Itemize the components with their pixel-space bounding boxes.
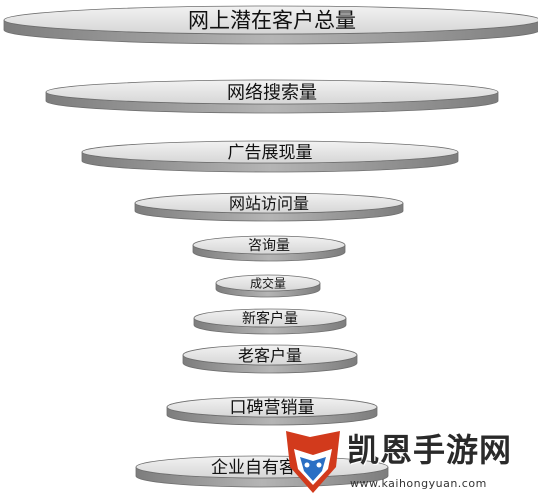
funnel-level-label: 网上潜在客户总量 bbox=[188, 9, 356, 33]
funnel-level-label: 网络搜索量 bbox=[227, 82, 317, 103]
funnel-level: 老客户量 bbox=[182, 344, 358, 374]
disc-top bbox=[45, 79, 499, 105]
watermark-text: 凯恩手游网 bbox=[347, 431, 513, 469]
funnel-level-label: 企业自有客户 bbox=[211, 458, 313, 478]
funnel-level-label: 成交量 bbox=[250, 275, 286, 290]
funnel-level: 网络搜索量 bbox=[45, 79, 499, 114]
disc-top bbox=[192, 235, 346, 255]
watermark: 凯恩手游网 www.kaihongyuan.com bbox=[280, 425, 538, 500]
funnel-level: 咨询量 bbox=[192, 235, 346, 262]
disc-top bbox=[215, 274, 321, 292]
funnel-level: 网站访问量 bbox=[134, 192, 404, 222]
funnel-level-label: 网站访问量 bbox=[229, 194, 309, 213]
disc-top bbox=[134, 192, 404, 214]
funnel-level: 广告展现量 bbox=[81, 140, 459, 173]
funnel-level-label: 新客户量 bbox=[242, 310, 298, 327]
funnel-level-label: 口碑营销量 bbox=[230, 398, 315, 418]
funnel-level: 口碑营销量 bbox=[166, 396, 378, 426]
disc-top bbox=[81, 140, 459, 164]
funnel-level-label: 老客户量 bbox=[238, 346, 302, 365]
funnel-level: 网上潜在客户总量 bbox=[3, 5, 538, 45]
disc-top bbox=[193, 308, 347, 328]
disc-top bbox=[3, 5, 538, 35]
disc-top bbox=[182, 344, 358, 366]
funnel-level-label: 咨询量 bbox=[248, 238, 290, 254]
funnel-level: 成交量 bbox=[215, 274, 321, 298]
fox-logo-icon bbox=[286, 431, 340, 493]
disc-top bbox=[166, 396, 378, 418]
funnel-level: 新客户量 bbox=[193, 308, 347, 335]
funnel-level-label: 广告展现量 bbox=[228, 143, 313, 163]
watermark-url: www.kaihongyuan.com bbox=[350, 477, 487, 490]
